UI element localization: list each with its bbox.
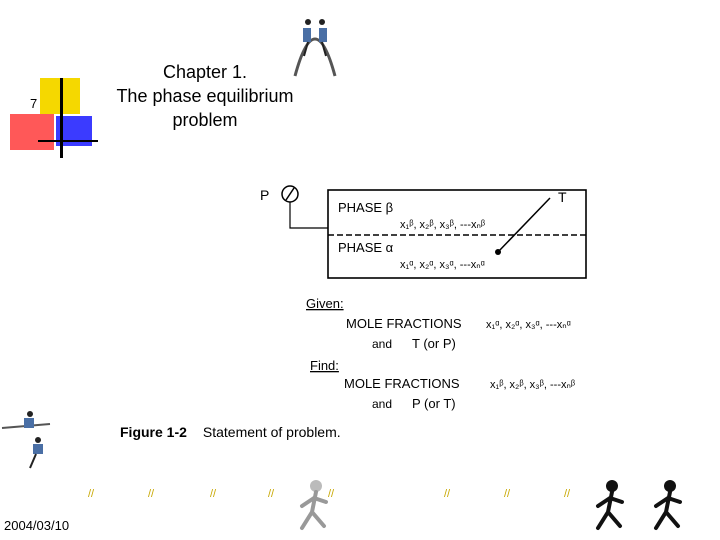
vertical-rule xyxy=(60,78,63,158)
phase-equilibrium-figure: P PHASE β x₁ᵝ, x₂ᵝ, x₃ᵝ, ---xₙᵝ PHASE α … xyxy=(260,185,587,411)
slide-date: 2004/03/10 xyxy=(4,518,70,533)
title-line-3: problem xyxy=(172,110,238,130)
given-label: Given: xyxy=(306,296,344,311)
given-condition: T (or P) xyxy=(412,336,456,351)
running-figure-icon xyxy=(300,480,328,530)
find-mole-values: x₁ᵝ, x₂ᵝ, x₃ᵝ, ---xₙᵝ xyxy=(490,379,575,391)
thermometer-icon xyxy=(497,197,551,253)
climbers-icon xyxy=(1,411,51,469)
given-mole-fractions: MOLE FRACTIONS xyxy=(346,316,462,331)
slide-title: Chapter 1. The phase equilibrium problem xyxy=(100,60,310,132)
running-figure-icon xyxy=(596,480,624,530)
phase-alpha-label: PHASE α xyxy=(338,240,394,255)
find-and: and xyxy=(372,397,392,411)
caption-text: Statement of problem. xyxy=(202,424,341,440)
vessel-box xyxy=(327,189,587,279)
title-line-1: Chapter 1. xyxy=(162,62,248,82)
phase-alpha-fractions: x₁ᵅ, x₂ᵅ, x₃ᵅ, ---xₙᵅ xyxy=(400,259,485,271)
horizontal-rule xyxy=(38,140,98,142)
pressure-label: P xyxy=(260,187,269,203)
figure-number: Figure 1-2 xyxy=(120,424,187,440)
find-mole-fractions: MOLE FRACTIONS xyxy=(344,376,460,391)
phase-beta-label: PHASE β xyxy=(338,200,393,215)
slide-number: 7 xyxy=(30,96,38,111)
running-figure-icon xyxy=(654,480,682,530)
title-line-2: The phase equilibrium xyxy=(116,86,294,106)
figure-caption: Figure 1-2 Statement of problem. xyxy=(120,424,341,440)
climbers-icon xyxy=(293,19,337,77)
footer-marks: // // // // // // // // xyxy=(88,488,571,500)
given-mole-values: x₁ᵅ, x₂ᵅ, x₃ᵅ, ---xₙᵅ xyxy=(486,319,571,331)
find-label: Find: xyxy=(310,358,339,373)
given-and: and xyxy=(372,337,392,351)
temperature-label: T xyxy=(558,189,567,205)
find-condition: P (or T) xyxy=(412,396,456,411)
phase-beta-fractions: x₁ᵝ, x₂ᵝ, x₃ᵝ, ---xₙᵝ xyxy=(400,219,485,231)
accent-square-red xyxy=(10,114,54,150)
